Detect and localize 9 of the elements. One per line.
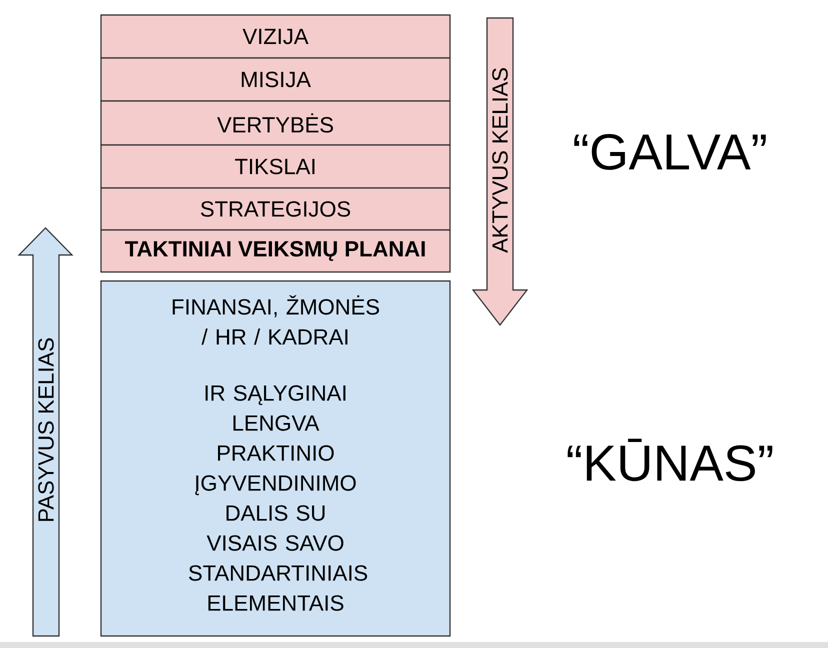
list-box: MISIJA [100,57,451,102]
heading-label: “KŪNAS” [568,438,772,482]
heading-label: “GALVA” [574,134,766,170]
list-box: VERTYBĖS [100,100,451,146]
list-box: TIKSLAI [100,144,451,189]
text-box: FINANSAI, ŽMONĖS / HR / KADRAI IR SĄLYGINAI LENGVA PRAKTINIO ĮGYVENDINIMO DALIS SU VISAIS SAVO STANDARTINIAIS ELEMENTAIS [100,280,451,637]
list-box: STRATEGIJOS [100,187,451,231]
list-box: VIZIJA [100,14,451,59]
list-box: TAKTINIAI VEIKSMŲ PLANAI [100,229,451,273]
